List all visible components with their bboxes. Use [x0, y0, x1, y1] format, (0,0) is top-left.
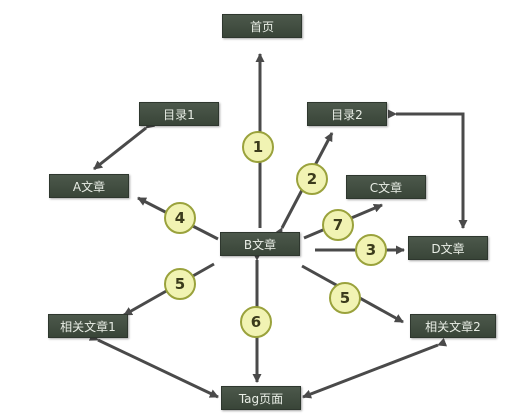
step-badge-7: 7 — [322, 209, 354, 241]
step-badge-2: 2 — [296, 163, 328, 195]
node-related2: 相关文章2 — [410, 314, 496, 338]
arrow-catalog2-article-d — [388, 109, 468, 229]
step-badge-6: 6 — [240, 306, 272, 338]
node-article-c: C文章 — [346, 175, 426, 199]
step-badge-5-left: 5 — [164, 268, 196, 300]
step-badge-3: 3 — [355, 234, 387, 266]
step-badge-5-right: 5 — [329, 282, 361, 314]
node-related1: 相关文章1 — [48, 314, 128, 338]
node-article-b: B文章 — [220, 232, 300, 256]
node-catalog1: 目录1 — [139, 102, 219, 126]
node-home: 首页 — [222, 14, 302, 38]
node-tag-page: Tag页面 — [221, 386, 301, 410]
node-article-d: D文章 — [408, 236, 488, 260]
arrow-related2-tag-page — [302, 337, 448, 399]
arrow-related1-tag-page — [88, 332, 219, 399]
node-article-a: A文章 — [49, 174, 129, 198]
step-badge-4: 4 — [164, 202, 196, 234]
node-catalog2: 目录2 — [307, 102, 387, 126]
step-badge-1: 1 — [242, 131, 274, 163]
arrow-catalog1-article-a — [93, 119, 156, 171]
